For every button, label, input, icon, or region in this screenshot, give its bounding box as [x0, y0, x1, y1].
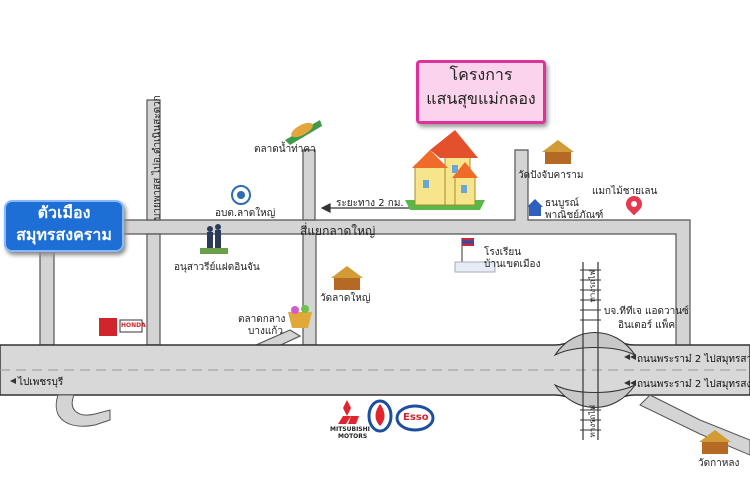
place-company-line2: อินเตอร์ แพ็ค	[618, 320, 676, 331]
boat-icon	[285, 120, 322, 145]
road-label-rama2-lower: ถนนพระราม๋ 2 ไปสมุทรสงคราม	[637, 379, 750, 390]
road-label-rama2-upper: ถนนพระราม๋ 2 ไปสมุทรสาคร	[637, 354, 750, 365]
place-restaurant: แมกไม้ชายเลน	[592, 186, 658, 197]
city-box: ตัวเมือง สมุทรสงคราม	[4, 200, 124, 252]
distance-label: ระยะทาง 2 กม.	[336, 198, 404, 209]
place-company-line1: บจ.ทีทีเจ แอดวานซ์	[604, 306, 689, 317]
road-label-intersection: สี่แยกลาดใหญ่	[300, 224, 376, 238]
place-market-line2: บางแก้ว	[248, 326, 283, 337]
honda-text: HONDA	[121, 322, 146, 329]
place-floating-market: ตลาดน้ำท่าคา	[254, 144, 316, 155]
city-label-line2: สมุทรสงคราม	[16, 225, 112, 244]
project-label-line1: โครงการ	[449, 65, 513, 84]
esso-logo	[395, 404, 435, 432]
place-tanaboon-line1: ธนบูรณ์	[545, 198, 579, 209]
ptt-logo	[367, 399, 393, 433]
rail-label-upper: ทางรถไฟ	[588, 270, 597, 303]
market-icon	[288, 305, 312, 328]
esso-text: Esso	[403, 412, 429, 423]
school-icon	[454, 238, 496, 273]
rail-label-lower: ทางรถไฟ	[588, 405, 597, 438]
temple-icon-wat-pang	[542, 140, 574, 164]
house-icon	[405, 130, 485, 210]
project-label-line2: แสนสุขแม่กลอง	[426, 89, 536, 108]
shop-icon	[527, 199, 543, 216]
mitsubishi-logo	[338, 400, 359, 424]
seal-icon-obt	[231, 185, 251, 205]
project-box: โครงการ แสนสุขแม่กลอง	[416, 60, 546, 124]
road-label-phetchaburi: ไปเพชรบุรี	[18, 377, 64, 388]
honda-logo	[99, 318, 143, 336]
highway-arrows	[10, 354, 636, 386]
road-label-bypass: บายพาสส ไปอ.ดำเนินสะดวก	[152, 95, 163, 220]
place-wat-pang: วัดปังจับคาราม	[518, 170, 584, 181]
temple-icon-wat-kahlong	[699, 430, 731, 454]
place-wat-lat-yai: วัดลาดใหญ่	[320, 293, 371, 304]
place-tanaboon-line2: พาณิชย์ภัณฑ์	[545, 210, 604, 221]
place-wat-kahlong: วัดกาหลง	[698, 458, 740, 469]
railway	[580, 262, 601, 440]
mitsubishi-text-line1: MITSUBISHI	[330, 426, 370, 433]
local-roads	[39, 99, 691, 361]
place-school-line2: บ้านเขตเมือง	[484, 259, 541, 270]
city-label-line1: ตัวเมือง	[37, 203, 91, 222]
place-school-line1: โรงเรียน	[484, 247, 522, 258]
place-market-line1: ตลาดกลาง	[238, 314, 286, 325]
place-monument: อนุสาวรีย์แฝดอินจัน	[174, 262, 260, 273]
temple-icon-wat-lat-yai	[331, 266, 363, 290]
monument-icon	[200, 224, 228, 254]
distance-arrow	[320, 203, 410, 213]
mitsubishi-text-line2: MOTORS	[338, 433, 368, 440]
place-obt: อบต.ลาดใหญ่	[215, 208, 276, 219]
